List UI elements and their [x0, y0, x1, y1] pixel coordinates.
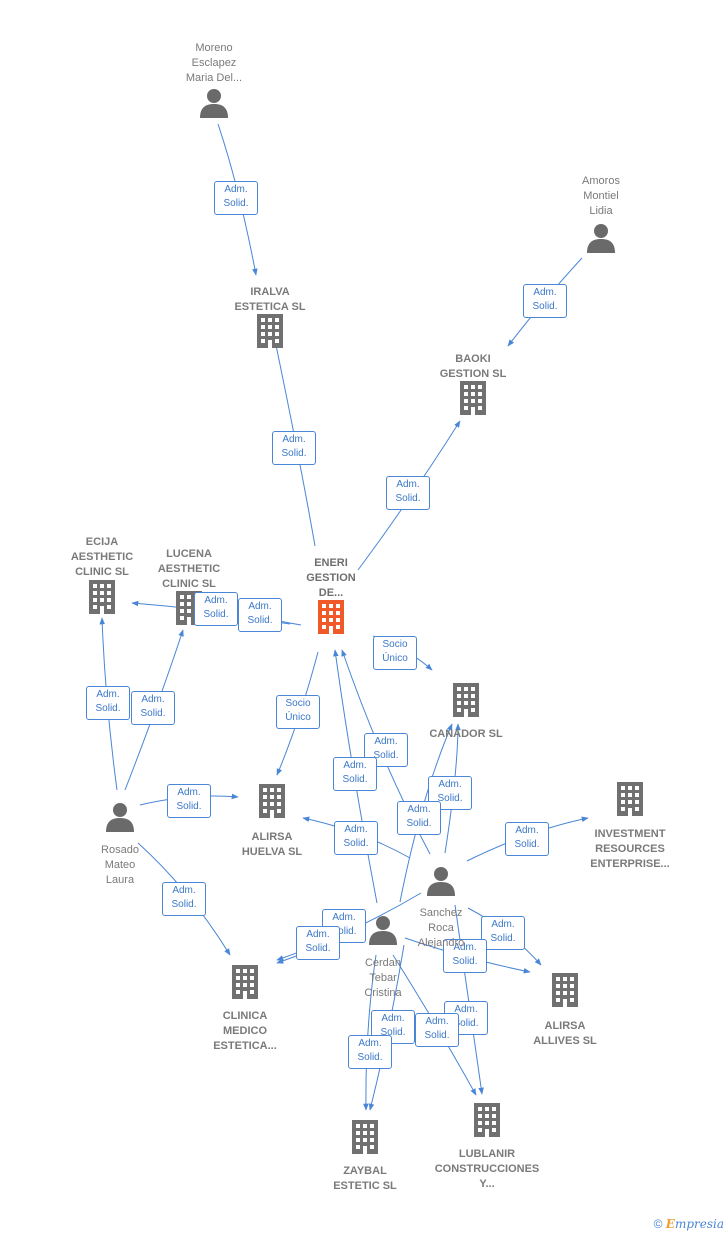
person-icon-moreno[interactable] — [200, 89, 228, 118]
edge-label-rosado-to-clinica[interactable]: Adm. Solid. — [162, 882, 206, 916]
building-icon-alirsa_allives[interactable] — [552, 973, 578, 1007]
node-label-alirsa_huelva[interactable]: ALIRSA HUELVA SL — [241, 831, 303, 858]
edge-label-sanchez-to-alirsa_allives[interactable]: Adm. Solid. — [481, 916, 525, 950]
building-icon-investment[interactable] — [617, 782, 643, 816]
building-icon-clinica[interactable] — [232, 965, 258, 999]
edge-label-eneri-to-lucena[interactable]: Adm. Solid. — [194, 592, 238, 626]
node-label-investment[interactable]: INVESTMENT RESOURCES ENTERPRISE... — [590, 828, 670, 870]
node-label-zaybal[interactable]: ZAYBAL ESTETIC SL — [333, 1165, 397, 1192]
brand-logo: Empresia — [665, 1217, 724, 1231]
edge-label-cerdan-to-canador[interactable]: Adm. Solid. — [397, 801, 441, 835]
node-label-clinica[interactable]: CLINICA MEDICO ESTETICA... — [213, 1010, 277, 1052]
edge-label-cerdan-to-alirsa_allives[interactable]: Adm. Solid. — [443, 939, 487, 973]
edge-label-amoros-to-baoki[interactable]: Adm. Solid. — [523, 284, 567, 318]
edge-label-cerdan-to-clinica[interactable]: Adm. Solid. — [296, 926, 340, 960]
edge-label-rosado-to-alirsa_huelva[interactable]: Adm. Solid. — [167, 784, 211, 818]
edge-label-eneri-to-canador[interactable]: Socio Único — [373, 636, 417, 670]
node-label-canador[interactable]: CANADOR SL — [429, 728, 503, 740]
edge-label-sanchez-to-alirsa_huelva[interactable]: Adm. Solid. — [334, 821, 378, 855]
building-icon-alirsa_huelva[interactable] — [259, 784, 285, 818]
edge-label-rosado-to-ecija[interactable]: Adm. Solid. — [86, 686, 130, 720]
node-label-rosado[interactable]: Rosado Mateo Laura — [101, 844, 139, 886]
edge-label-eneri-to-baoki[interactable]: Adm. Solid. — [386, 476, 430, 510]
building-icon-eneri[interactable] — [318, 600, 344, 634]
edge-label-cerdan-to-zaybal[interactable]: Adm. Solid. — [348, 1035, 392, 1069]
building-icon-canador[interactable] — [453, 683, 479, 717]
node-label-eneri[interactable]: ENERI GESTION DE... — [306, 557, 356, 599]
node-label-sanchez[interactable]: Sanchez Roca Alejandro — [417, 907, 465, 949]
person-icon-sanchez[interactable] — [427, 867, 455, 896]
building-icon-iralva[interactable] — [257, 314, 283, 348]
edge-label-rosado-to-lucena[interactable]: Adm. Solid. — [131, 691, 175, 725]
edge-label-eneri-to-iralva[interactable]: Adm. Solid. — [272, 431, 316, 465]
person-icon-rosado[interactable] — [106, 803, 134, 832]
building-icon-ecija[interactable] — [89, 580, 115, 614]
node-label-ecija[interactable]: ECIJA AESTHETIC CLINIC SL — [70, 536, 134, 578]
edge-cerdan-to-zaybal — [363, 954, 377, 1111]
node-label-alirsa_allives[interactable]: ALIRSA ALLIVES SL — [533, 1020, 597, 1047]
node-label-moreno[interactable]: Moreno Esclapez Maria Del... — [185, 42, 243, 84]
node-label-iralva[interactable]: IRALVA ESTETICA SL — [234, 286, 306, 313]
edge-label-cerdan-to-eneri[interactable]: Adm. Solid. — [333, 757, 377, 791]
copyright-footer[interactable]: © Empresia — [654, 1217, 724, 1231]
node-label-lublanir[interactable]: LUBLANIR CONSTRUCCIONES Y... — [434, 1148, 540, 1190]
edge-label-sanchez-to-investment[interactable]: Adm. Solid. — [505, 822, 549, 856]
copyright-symbol: © — [653, 1217, 663, 1231]
node-label-cerdan[interactable]: Cerdan Tebar Cristina — [364, 957, 402, 999]
edge-label-eneri-to-ecija[interactable]: Adm. Solid. — [238, 598, 282, 632]
building-icon-zaybal[interactable] — [352, 1120, 378, 1154]
node-label-lucena[interactable]: LUCENA AESTHETIC CLINIC SL — [157, 548, 221, 590]
edge-label-moreno-to-iralva[interactable]: Adm. Solid. — [214, 181, 258, 215]
edge-label-cerdan-to-lublanir[interactable]: Adm. Solid. — [415, 1013, 459, 1047]
person-icon-amoros[interactable] — [587, 224, 615, 253]
building-icon-lublanir[interactable] — [474, 1103, 500, 1137]
edge-label-sanchez-to-canador[interactable]: Adm. Solid. — [428, 776, 472, 810]
edge-label-eneri-to-alirsa_huelva[interactable]: Socio Único — [276, 695, 320, 729]
node-label-baoki[interactable]: BAOKI GESTION SL — [439, 353, 507, 380]
building-icon-baoki[interactable] — [460, 381, 486, 415]
node-label-amoros[interactable]: Amoros Montiel Lidia — [582, 175, 620, 217]
